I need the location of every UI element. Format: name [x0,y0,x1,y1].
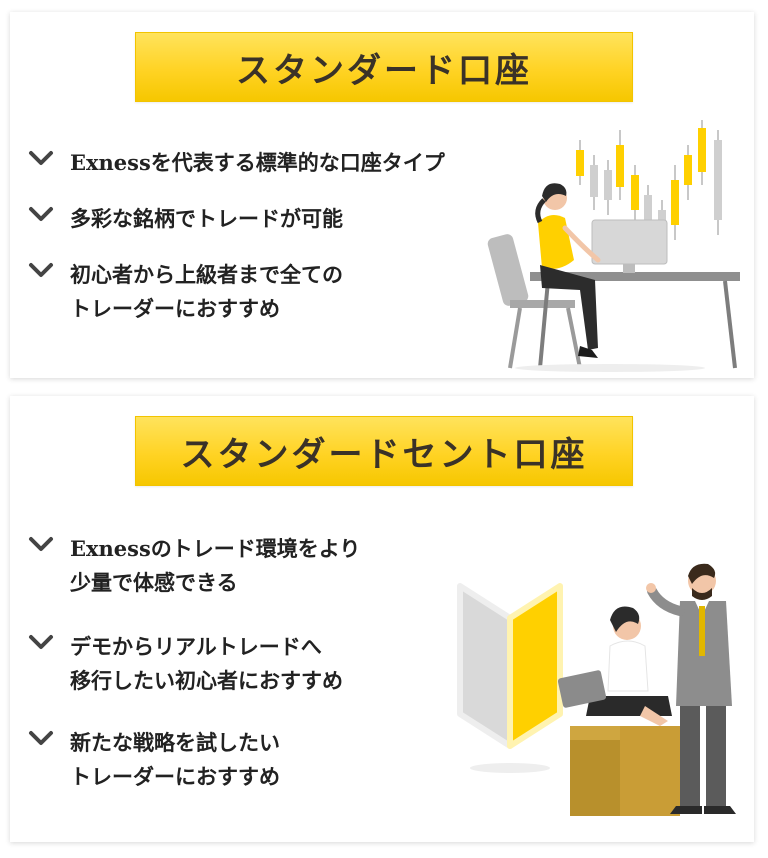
feature-text: 新たな戦略を試したい [70,730,280,755]
standard-cent-account-card: スタンダードセント口座 Exnessのトレード環境をより 少量で体感できる デモ… [10,396,754,842]
beginner-mark-icon [457,583,563,773]
feature-text: 初心者から上級者まで全ての [70,262,343,287]
feature-text: 少量で体感できる [70,570,238,595]
standard-cent-title-banner: スタンダードセント口座 [135,416,633,486]
feature-text: トレーダーにおすすめ [70,764,280,789]
chevron-down-icon [29,207,53,221]
chevron-down-icon [29,537,53,551]
feature-text: 多彩な銘柄でトレードが可能 [70,206,343,231]
feature-text: Exnessのトレード環境をより [70,536,361,561]
standard-cent-feature-3: 新たな戦略を試したい トレーダーにおすすめ [28,726,280,794]
standard-feature-3: 初心者から上級者まで全ての トレーダーにおすすめ [28,258,343,326]
woman-at-desk-illustration [487,120,740,372]
candlestick-chart-icon [576,120,722,250]
standard-title-banner: スタンダード口座 [135,32,633,102]
business-people-illustration [457,563,736,816]
standard-cent-title: スタンダードセント口座 [180,434,588,475]
standard-title: スタンダード口座 [236,50,532,91]
feature-text: トレーダーにおすすめ [70,296,280,321]
standard-cent-feature-1: Exnessのトレード環境をより 少量で体感できる [28,532,360,600]
feature-text: 移行したい初心者におすすめ [70,668,343,693]
chevron-down-icon [29,731,53,745]
chevron-down-icon [29,263,53,277]
standard-cent-feature-2: デモからリアルトレードへ 移行したい初心者におすすめ [28,630,343,698]
standard-feature-2: 多彩な銘柄でトレードが可能 [28,202,343,236]
chevron-down-icon [29,151,53,165]
chevron-down-icon [29,635,53,649]
standard-feature-1: Exnessを代表する標準的な口座タイプ [28,146,445,180]
feature-text: Exnessを代表する標準的な口座タイプ [70,150,445,175]
standard-account-card: スタンダード口座 Exnessを代表する標準的な口座タイプ 多彩な銘柄でトレード… [10,12,754,378]
feature-text: デモからリアルトレードへ [70,634,322,659]
